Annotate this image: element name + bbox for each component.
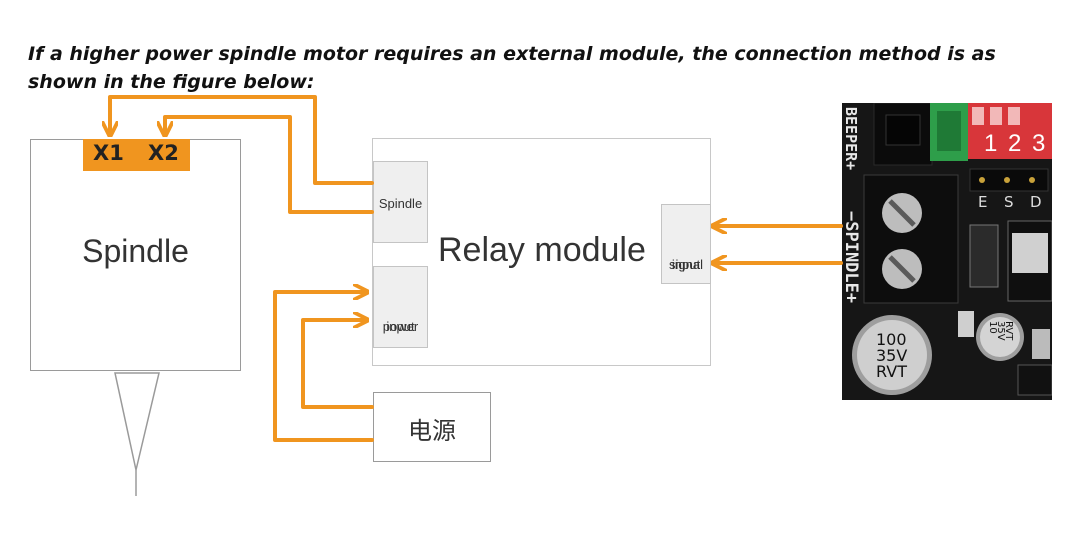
signal-input-label-line1: signal	[669, 257, 703, 272]
controller-board-image: 1 2 3 E S D BEEPER+ −SPINDLE+ 100 35V RV…	[842, 103, 1052, 400]
pin-letter-d: D	[1030, 193, 1042, 211]
controller-board-drawing: 1 2 3 E S D BEEPER+ −SPINDLE+ 100 35V RV…	[842, 103, 1052, 400]
dip-number-2: 2	[1008, 130, 1021, 157]
cap-large-line3: RVT	[876, 362, 907, 381]
power-supply-label: 电源	[408, 417, 456, 445]
relay-module-box	[372, 138, 711, 366]
dip-number-3: 3	[1032, 130, 1045, 157]
spindle-silk-label: −SPINDLE+	[842, 211, 861, 303]
terminal-x2-label: X2	[148, 141, 179, 165]
wire-x1	[110, 95, 374, 185]
relay-spindle-port-label: Spindle	[378, 196, 423, 211]
pin-letter-e: E	[978, 193, 987, 211]
caption: If a higher power spindle motor requires…	[28, 43, 996, 93]
terminal-x1-label: X1	[93, 141, 124, 165]
relay-spindle-port: Spindle	[373, 161, 428, 243]
cap-large-line2: 35V	[876, 346, 907, 365]
spindle-terminal-bar	[83, 139, 190, 171]
cap-small-line1: 10	[987, 321, 998, 334]
spindle-label: Spindle	[82, 233, 189, 269]
beeper-silk-label: BEEPER+	[842, 107, 860, 170]
wire-x2	[165, 115, 374, 214]
power-input-label-line2: input	[386, 319, 415, 334]
wire-power-inner	[301, 320, 374, 409]
spindle-cone	[114, 372, 160, 496]
wire-power-outer	[273, 292, 374, 442]
power-input-label-line1: power	[382, 319, 419, 334]
cap-small-line3: RVT	[1003, 321, 1014, 341]
power-supply-box	[373, 392, 491, 462]
dip-number-1: 1	[984, 130, 997, 157]
signal-input-label-line2: input	[671, 257, 701, 272]
spindle-motor-box	[30, 139, 241, 371]
cap-large-line1: 100	[876, 330, 907, 349]
cap-small-line2: 35V	[995, 321, 1006, 341]
relay-module-label: Relay module	[438, 231, 646, 269]
pin-letter-s: S	[1004, 193, 1014, 211]
